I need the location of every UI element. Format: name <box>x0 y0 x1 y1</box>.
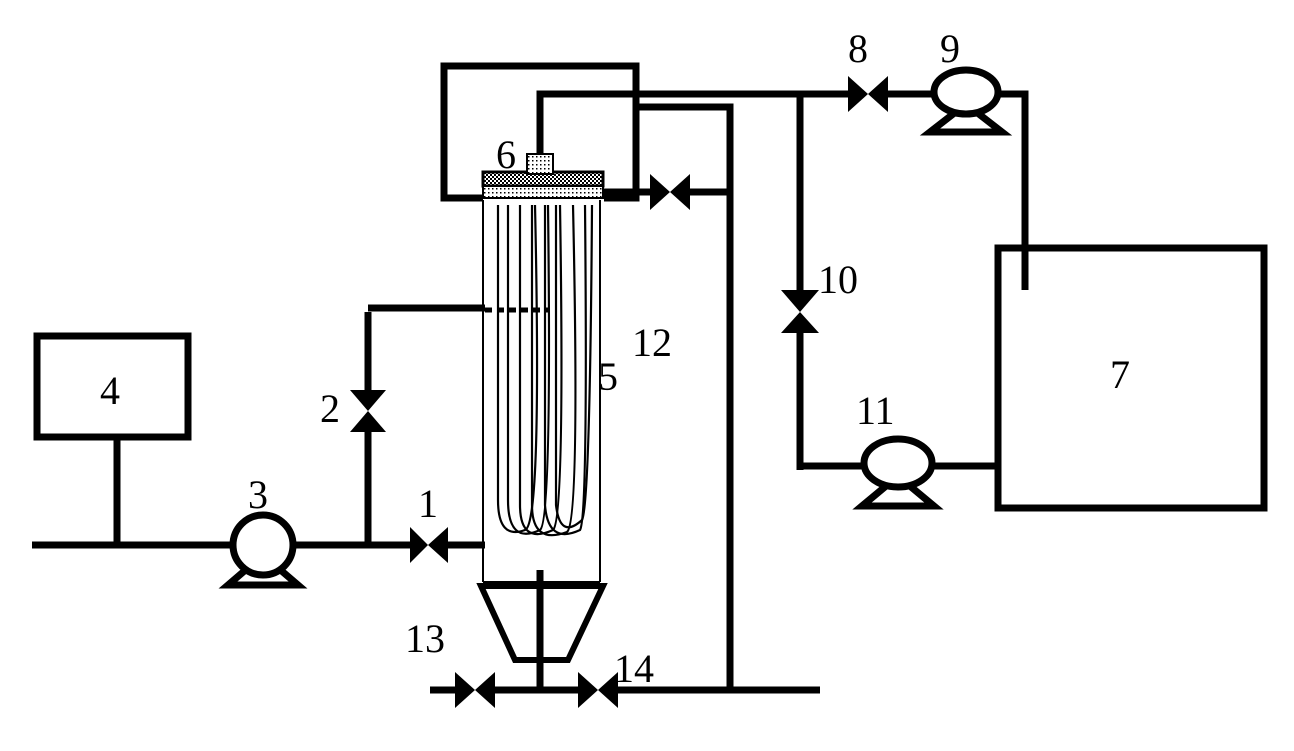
pump-9: 9 <box>919 26 1013 136</box>
valve-14-label: 14 <box>614 646 654 691</box>
valve-13: 13 <box>405 616 495 708</box>
valve-13-label: 13 <box>405 616 445 661</box>
valve-1: 1 <box>410 481 448 563</box>
valve-2: 2 <box>320 386 386 432</box>
valve-1-label: 1 <box>418 481 438 526</box>
membrane-fibres <box>496 204 594 537</box>
side-outlet-valve <box>650 174 690 210</box>
tank-7-label: 7 <box>1110 352 1130 397</box>
module-6: 6 <box>481 132 605 199</box>
tank-4-label: 4 <box>100 368 120 413</box>
reactor-5-label: 5 <box>598 354 618 399</box>
pump-11-label: 11 <box>856 388 895 433</box>
valve-8-label: 8 <box>848 26 868 71</box>
tank-4: 4 <box>33 332 192 441</box>
valve-10: 10 <box>781 257 858 333</box>
reactor-5: 5 <box>476 200 618 690</box>
jacket-12-label: 12 <box>632 320 672 365</box>
permeate-pipe-network <box>430 90 1029 694</box>
valve-10-label: 10 <box>818 257 858 302</box>
valve-8: 8 <box>848 26 888 112</box>
pump-9-label: 9 <box>940 26 960 71</box>
tank-7: 7 <box>994 244 1268 512</box>
pump-3: 3 <box>218 472 308 589</box>
reactor-top-enclosure <box>440 62 640 202</box>
feed-pipe-network <box>32 304 485 549</box>
valve-2-label: 2 <box>320 386 340 431</box>
pump-11: 11 <box>852 388 944 510</box>
module-6-label: 6 <box>496 132 516 177</box>
pump-3-label: 3 <box>248 472 268 517</box>
valve-14: 14 <box>578 646 654 708</box>
